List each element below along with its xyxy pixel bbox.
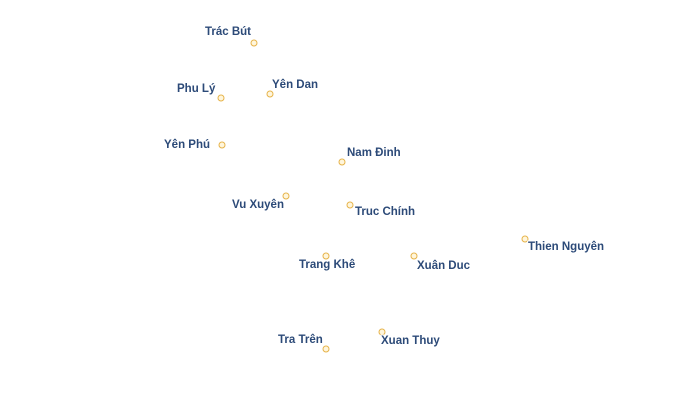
place-label-tra-tren[interactable]: Tra Trên: [278, 334, 323, 346]
place-marker-xuan-thuy[interactable]: [378, 328, 386, 336]
place-marker-vu-xuyen[interactable]: [282, 192, 290, 200]
place-label-yen-dan[interactable]: Yên Dan: [272, 79, 319, 91]
place-marker-tra-tren[interactable]: [322, 345, 330, 353]
place-marker-yen-phu[interactable]: [218, 141, 226, 149]
place-label-thien-nguyen[interactable]: Thien Nguyên: [528, 241, 605, 253]
place-label-xuan-duc[interactable]: Xuân Duc: [417, 260, 471, 272]
place-label-phu-ly[interactable]: Phu Lý: [177, 83, 216, 95]
place-marker-trang-khe[interactable]: [322, 252, 330, 260]
place-label-xuan-thuy[interactable]: Xuan Thuy: [381, 335, 440, 347]
place-marker-yen-dan[interactable]: [266, 90, 274, 98]
place-label-trang-khe[interactable]: Trang Khê: [299, 259, 356, 271]
place-marker-phu-ly[interactable]: [217, 94, 225, 102]
place-marker-truc-chinh[interactable]: [346, 201, 354, 209]
place-label-vu-xuyen[interactable]: Vu Xuyên: [232, 199, 284, 211]
place-label-nam-dinh[interactable]: Nam Ðinh: [347, 147, 401, 159]
place-marker-nam-dinh[interactable]: [338, 158, 346, 166]
place-marker-thien-nguyen[interactable]: [521, 235, 529, 243]
place-label-truc-chinh[interactable]: Truc Chính: [355, 206, 416, 218]
place-marker-trac-but[interactable]: [250, 39, 258, 47]
place-marker-xuan-duc[interactable]: [410, 252, 418, 260]
place-label-trac-but[interactable]: Trác Bút: [205, 26, 252, 38]
place-label-yen-phu[interactable]: Yên Phú: [164, 139, 211, 151]
